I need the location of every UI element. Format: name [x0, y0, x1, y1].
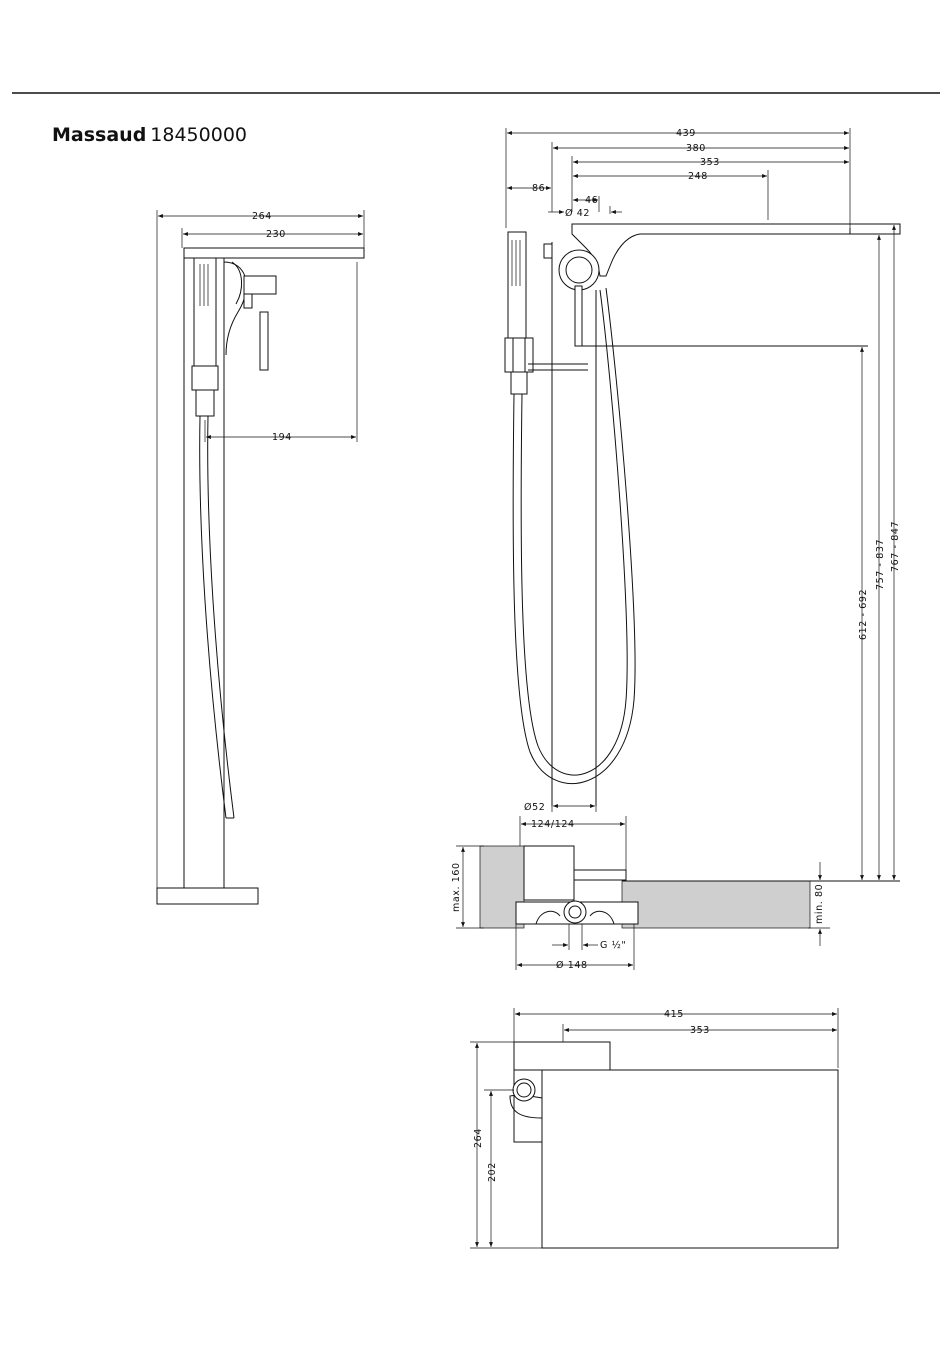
dim-handle-diameter: Ø 42	[565, 208, 590, 219]
dim-767-847: 767 - 847	[890, 521, 901, 572]
side-view: 264 230 194	[157, 210, 364, 904]
dim-353: 353	[700, 157, 720, 168]
dim-124-124: 124/124	[531, 819, 575, 830]
dim-380: 380	[686, 143, 706, 154]
front-view: 439 380 353 248 86 46 Ø 42	[451, 128, 901, 971]
dim-248: 248	[688, 171, 708, 182]
top-view: 415 353 264 202	[470, 1008, 838, 1248]
dim-min-80: min. 80	[814, 884, 825, 924]
dim-column-diameter: Ø52	[524, 802, 545, 813]
dim-612-692: 612 - 692	[858, 589, 869, 640]
dim-194: 194	[272, 432, 292, 443]
dim-202: 202	[487, 1162, 498, 1182]
dim-86: 86	[532, 183, 545, 194]
dim-46: 46	[585, 195, 598, 206]
dim-base-diameter: Ø 148	[556, 960, 588, 971]
dim-415: 415	[664, 1009, 684, 1020]
dim-353: 353	[690, 1025, 710, 1036]
dim-757-837: 757 - 837	[875, 539, 886, 590]
dim-max-160: max. 160	[451, 862, 462, 912]
dim-264-top: 264	[473, 1128, 484, 1148]
dim-230: 230	[266, 229, 286, 240]
dim-thread: G ½"	[600, 940, 626, 951]
dim-439: 439	[676, 128, 696, 139]
dim-264: 264	[252, 211, 272, 222]
